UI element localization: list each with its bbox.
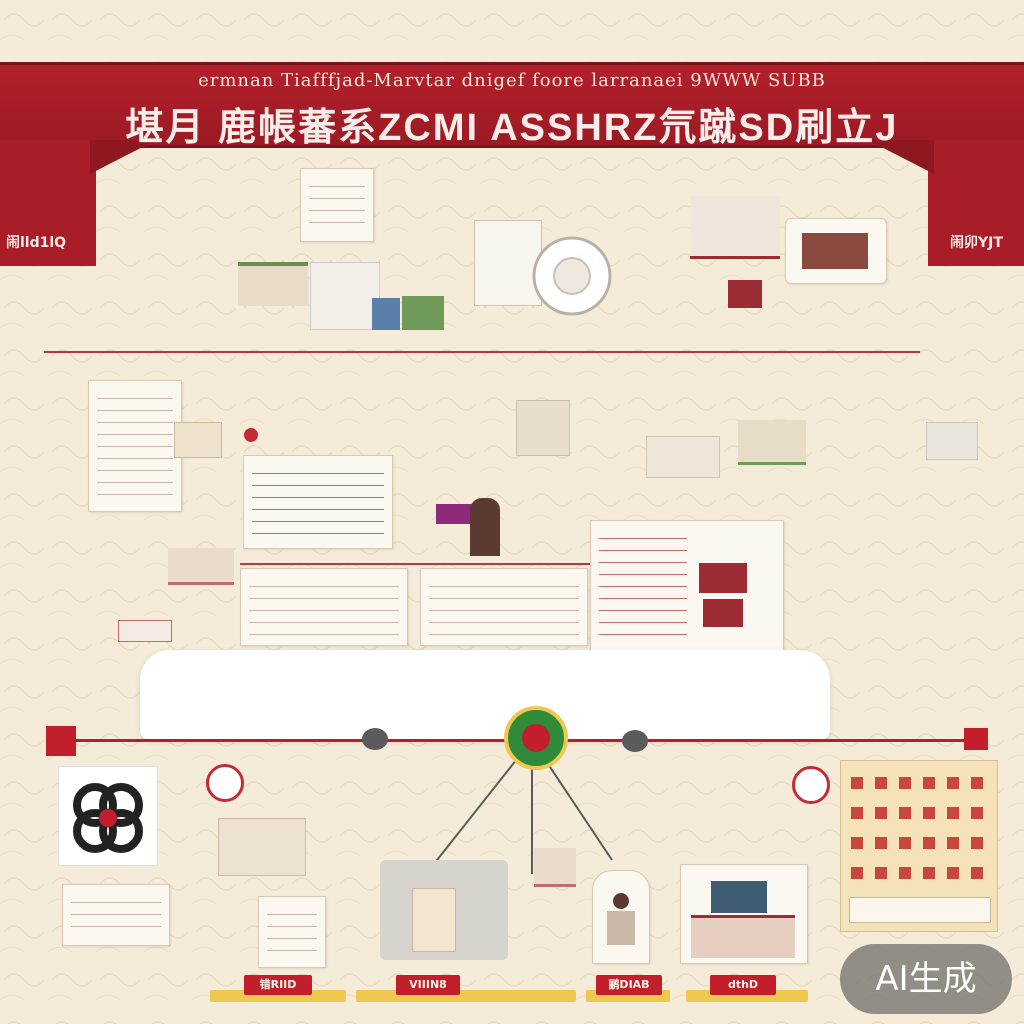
timeline-end-marker <box>964 728 988 750</box>
workshop-illustration <box>690 196 780 259</box>
green-box-illustration <box>402 296 444 330</box>
pavilion-illustration <box>168 548 234 585</box>
gate-illustration <box>646 436 720 478</box>
text-panel-lower-right <box>420 568 588 646</box>
apartment-building-illustration <box>840 760 998 932</box>
photo-frame-card <box>785 218 887 284</box>
document-card <box>300 168 374 242</box>
timeline-node-3 <box>362 728 388 750</box>
portrait-card <box>592 870 650 964</box>
folder-illustration <box>310 262 380 330</box>
bottom-tag-4: dthD <box>710 975 776 995</box>
left-ribbon <box>0 140 96 266</box>
knot-emblem <box>58 766 158 866</box>
text-panel-lower-left <box>240 568 408 646</box>
left-ribbon-fold <box>90 140 156 174</box>
scroll-illustration <box>412 888 456 952</box>
purple-sign-illustration <box>436 504 474 524</box>
ai-generated-badge: AI生成 <box>840 944 1012 1014</box>
tag-base-2 <box>356 990 576 1002</box>
notice-card <box>258 896 326 968</box>
shelf-illustration <box>534 848 576 887</box>
ledger-illustration <box>474 220 542 306</box>
right-ribbon-fold <box>868 140 934 174</box>
central-hub-icon <box>504 706 568 770</box>
timeline-node-4 <box>622 730 648 752</box>
text-panel-center <box>243 455 393 549</box>
shop-illustration <box>174 422 222 458</box>
banner-subtitle: ermnan Tiafffjad-Marvtar dnigef foore la… <box>198 70 826 91</box>
right-ribbon <box>928 140 1024 266</box>
bottom-tag-1: 错RIID <box>244 975 312 995</box>
panel-divider <box>240 563 590 565</box>
section-divider <box>44 351 920 353</box>
title-banner <box>0 62 1024 148</box>
timeline-node-2 <box>792 766 830 804</box>
street-illustration <box>218 818 306 876</box>
house-card <box>680 864 808 964</box>
small-label-card <box>118 620 172 642</box>
left-ribbon-text: 闹lld1lQ <box>6 235 67 251</box>
tower-illustration <box>516 400 570 456</box>
timeline-node-1 <box>206 764 244 802</box>
bottom-tag-3: 鹂DIAB <box>596 975 662 995</box>
garden-illustration <box>738 420 806 465</box>
knot-caption-card <box>62 884 170 946</box>
central-platform <box>140 650 830 740</box>
blue-box-illustration <box>372 298 400 330</box>
pin-icon <box>244 428 258 442</box>
feature-card <box>590 520 784 652</box>
circular-device-illustration <box>532 236 612 316</box>
text-panel-left <box>88 380 182 512</box>
banner-title: 堪月 鹿帳蕃系ZCMI ASSHRZ氘蹴SD刷立J <box>125 107 899 149</box>
timeline-start-marker <box>46 726 76 756</box>
window-illustration <box>926 422 978 460</box>
bottom-tag-2: VIIIN8 <box>396 975 460 995</box>
red-seat-illustration <box>728 280 762 308</box>
market-stall-illustration <box>238 262 308 306</box>
person-illustration <box>470 498 500 556</box>
right-ribbon-text: 闹卯YJT <box>950 235 1003 251</box>
